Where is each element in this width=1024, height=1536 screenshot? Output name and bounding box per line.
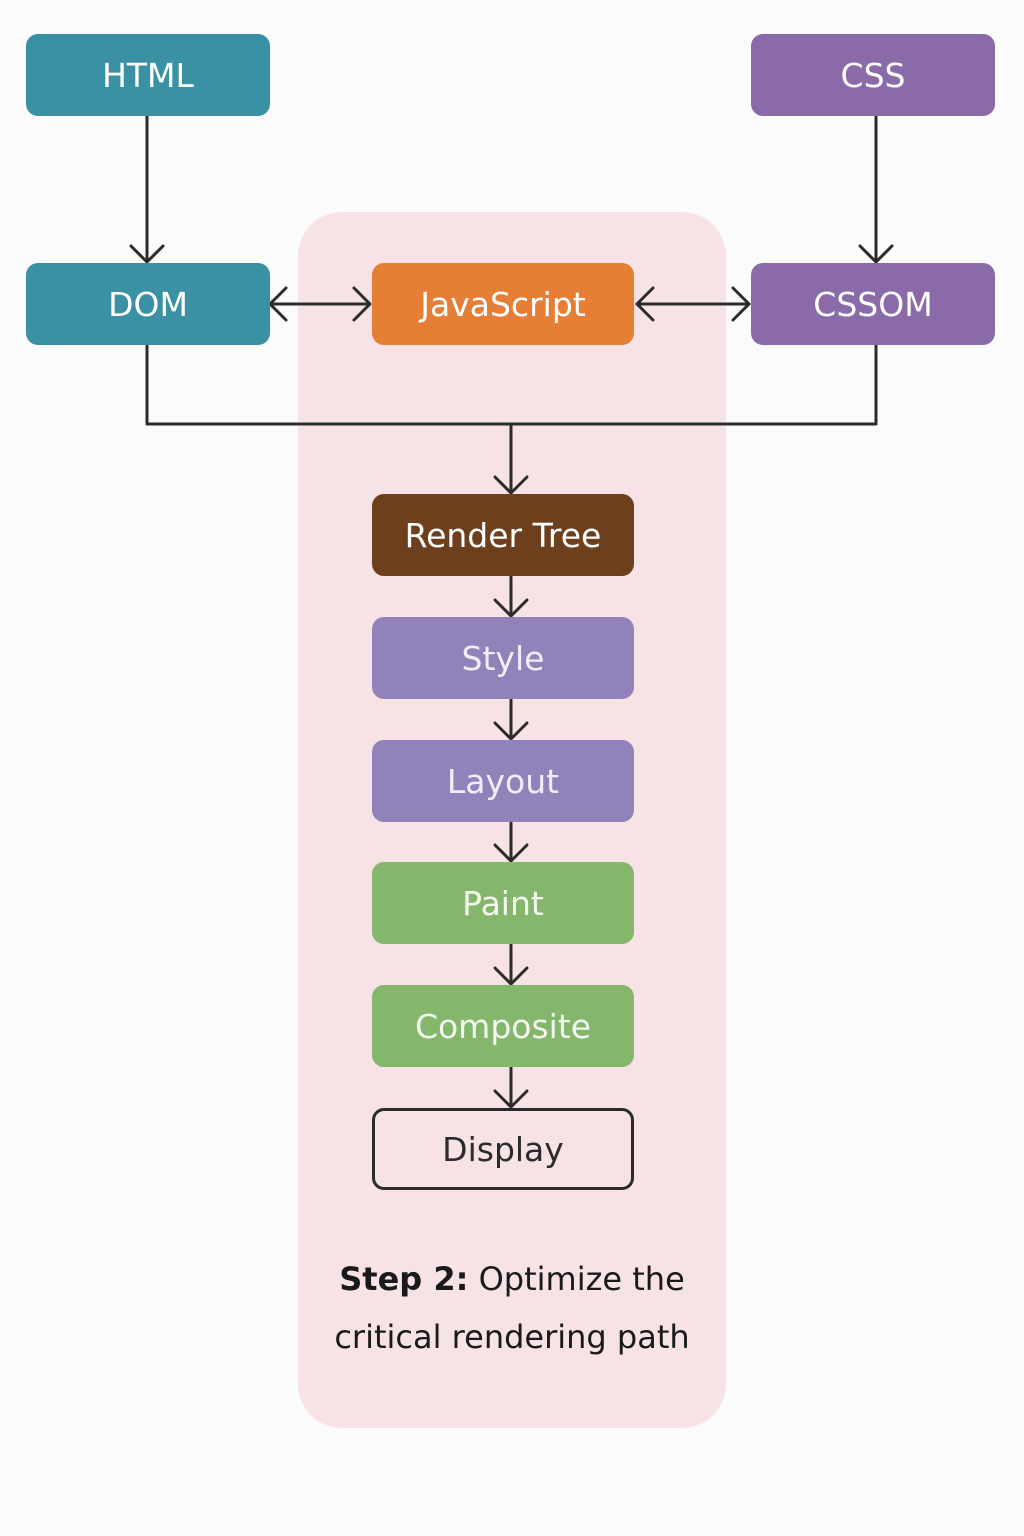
caption-line-1: Step 2: Optimize the (298, 1250, 726, 1308)
arrowhead-paint (493, 843, 529, 863)
arrowhead-style (493, 598, 529, 618)
arrowhead-display (493, 1089, 529, 1109)
layout-node-label: Layout (446, 761, 560, 801)
css-node: CSS (751, 34, 995, 116)
arrowhead-html-dom (129, 244, 165, 264)
paint-node-label: Paint (462, 883, 544, 923)
arrowhead-render (493, 475, 529, 495)
css-node-label: CSS (840, 55, 906, 95)
arrowhead-css-cssom (858, 244, 894, 264)
javascript-node: JavaScript (372, 263, 634, 345)
caption-line-1-rest: Optimize the (478, 1260, 685, 1298)
html-node: HTML (26, 34, 270, 116)
style-node: Style (372, 617, 634, 699)
composite-node: Composite (372, 985, 634, 1067)
arrowhead-dom-left (268, 286, 288, 322)
render-tree-node: Render Tree (372, 494, 634, 576)
paint-node: Paint (372, 862, 634, 944)
layout-node: Layout (372, 740, 634, 822)
composite-node-label: Composite (414, 1006, 592, 1046)
arrow-merge (145, 344, 878, 426)
cssom-node-label: CSSOM (813, 284, 933, 324)
display-node: Display (372, 1108, 634, 1190)
html-node-label: HTML (102, 55, 194, 95)
arrowhead-composite (493, 966, 529, 986)
display-node-label: Display (442, 1129, 564, 1169)
arrowhead-js-left (352, 286, 372, 322)
javascript-node-label: JavaScript (420, 284, 586, 324)
arrowhead-layout (493, 721, 529, 741)
dom-node-label: DOM (108, 284, 188, 324)
render-tree-node-label: Render Tree (404, 515, 602, 555)
arrowhead-cssom-left (731, 286, 751, 322)
caption-line-2: critical rendering path (334, 1318, 690, 1356)
cssom-node: CSSOM (751, 263, 995, 345)
style-node-label: Style (461, 638, 545, 678)
arrowhead-js-right (635, 286, 655, 322)
caption-step: Step 2: (339, 1260, 469, 1298)
dom-node: DOM (26, 263, 270, 345)
diagram-caption: Step 2: Optimize the critical rendering … (298, 1250, 726, 1366)
